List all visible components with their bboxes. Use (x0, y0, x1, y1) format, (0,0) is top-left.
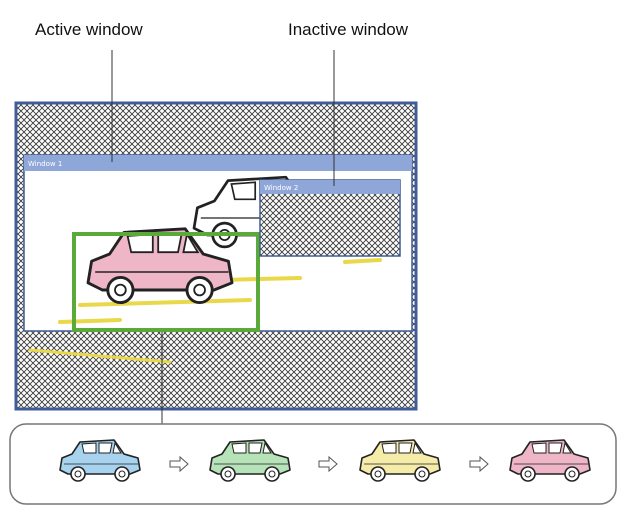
arrow-right-icon (169, 455, 189, 473)
window-1-title: Window 1 (28, 160, 62, 168)
arrow-right-icon (318, 455, 338, 473)
window-2[interactable]: Window 2 (259, 179, 401, 257)
window-2-title: Window 2 (264, 184, 298, 192)
window-1-titlebar[interactable] (24, 155, 412, 171)
lower-lane-lines (28, 348, 172, 364)
detection-box (72, 232, 260, 332)
inactive-window-label: Inactive window (288, 20, 409, 39)
window-2-titlebar[interactable] (260, 180, 400, 194)
color-sequence-box (9, 423, 617, 505)
active-window-label: Active window (35, 20, 143, 39)
arrow-right-icon (469, 455, 489, 473)
